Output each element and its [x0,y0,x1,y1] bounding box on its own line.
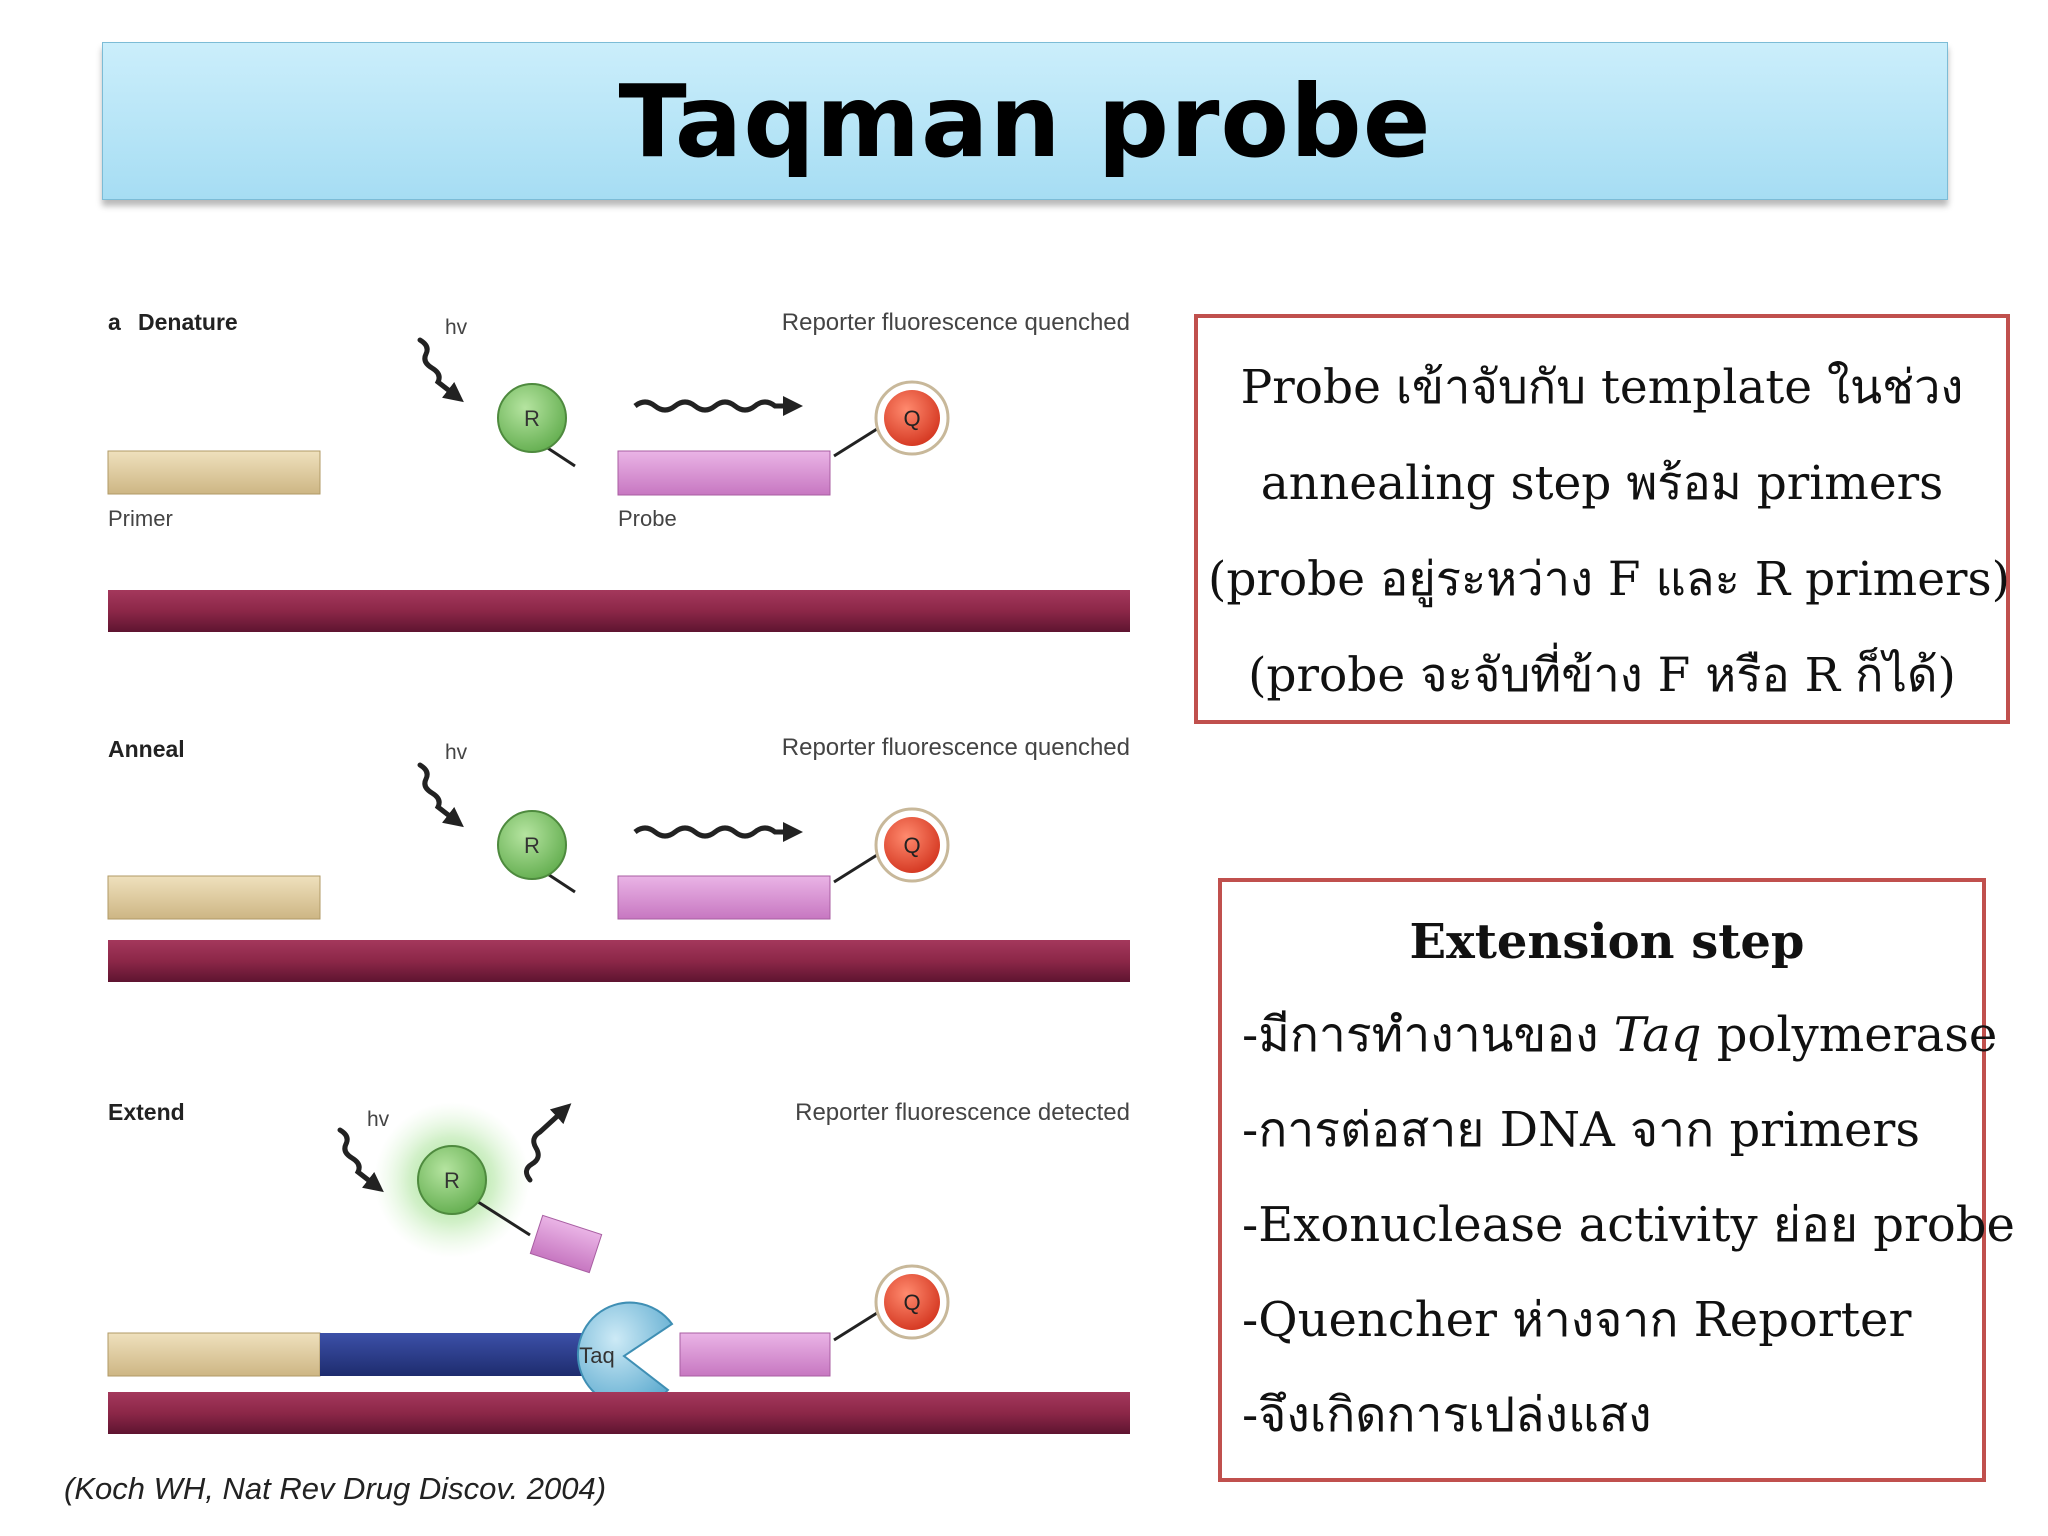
probe [617,875,831,920]
primer [107,1332,321,1377]
remaining-probe [679,1332,831,1377]
extension-line: -Quencher ห่างจาก Reporter [1242,1292,1912,1348]
explanation-line: (probe จะจับที่ข้าง F หรือ R ก็ได้) [1248,648,1956,703]
panel-anneal: Anneal hv Reporter fluorescence quenched… [107,734,1130,982]
reporter-dye [497,810,567,880]
extension-line: -Exonuclease activity ย่อย probe [1242,1197,2015,1253]
explanation-line: (probe อยู่ระหว่าง F และ R primers) [1208,552,2010,607]
incoming-light-arrow [417,762,464,828]
line-text-after: polymerase [1701,1007,1998,1063]
taq-label: Taq [579,1343,614,1368]
panel-label: Anneal [108,736,185,762]
quencher-label: Q [903,406,920,431]
probe-label: Probe [618,506,677,531]
explanation-line: Probe เข้าจับกับ template ในช่วง [1240,360,1964,415]
status-label: Reporter fluorescence detected [795,1099,1130,1126]
line-text-before: -มีการทำงานของ [1242,1007,1614,1063]
energy-transfer-arrow [633,396,803,416]
light-label: hv [445,741,468,764]
template-strand [108,940,1130,982]
status-label: Reporter fluorescence quenched [782,309,1130,336]
panel-label: Extend [108,1099,185,1125]
panel-denature: a Denature hv Reporter fluorescence quen… [107,309,1130,632]
reporter-dye [417,1145,487,1215]
reporter-label: R [524,833,540,858]
slide-title: Taqman probe [618,62,1432,180]
cleaved-probe-fragment [529,1214,603,1274]
template-strand [108,1392,1130,1434]
probe [617,450,831,496]
primer [107,875,321,920]
extension-line: -มีการทำงานของ Taq polymerase [1242,988,1997,1083]
extension-line: -การต่อสาย DNA จาก primers [1242,1102,1920,1158]
incoming-light-arrow [337,1127,384,1193]
extended-strand [320,1333,620,1376]
status-label: Reporter fluorescence quenched [782,734,1130,761]
taqman-figure: a Denature hv Reporter fluorescence quen… [100,300,1140,1450]
template-strand [108,590,1130,632]
quencher-core [884,390,940,446]
light-label: hv [445,316,468,339]
explanation-line: annealing step พร้อม primers [1260,456,1944,511]
panel-extend: Extend hv Reporter fluorescence detected… [107,1099,1130,1434]
reporter-label: R [444,1168,460,1193]
taq-italic: Taq [1613,1007,1702,1063]
energy-transfer-arrow [633,822,803,842]
quencher-label: Q [903,833,920,858]
light-label: hv [367,1108,390,1131]
annealing-explanation-box: Probe เข้าจับกับ template ในช่วง anneali… [1194,314,2010,724]
extension-heading: Extension step [1409,914,1805,970]
primer [107,450,321,495]
extension-step-box: Extension step -มีการทำงานของ Taq polyme… [1218,878,2015,1482]
quencher-label: Q [903,1290,920,1315]
reporter-dye [497,383,567,453]
title-banner: Taqman probe [102,42,1948,200]
citation: (Koch WH, Nat Rev Drug Discov. 2004) [64,1471,607,1506]
primer-label: Primer [108,506,173,531]
incoming-light-arrow [417,337,464,403]
reporter-linker [474,1198,531,1237]
extension-line: -จึงเกิดการเปล่งแสง [1242,1387,1652,1443]
quencher-core [884,1274,940,1330]
emitted-light-arrow [524,1103,572,1183]
reporter-label: R [524,406,540,431]
panel-label: Denature [138,309,238,335]
quencher-core [884,817,940,873]
panel-prefix: a [108,309,121,335]
